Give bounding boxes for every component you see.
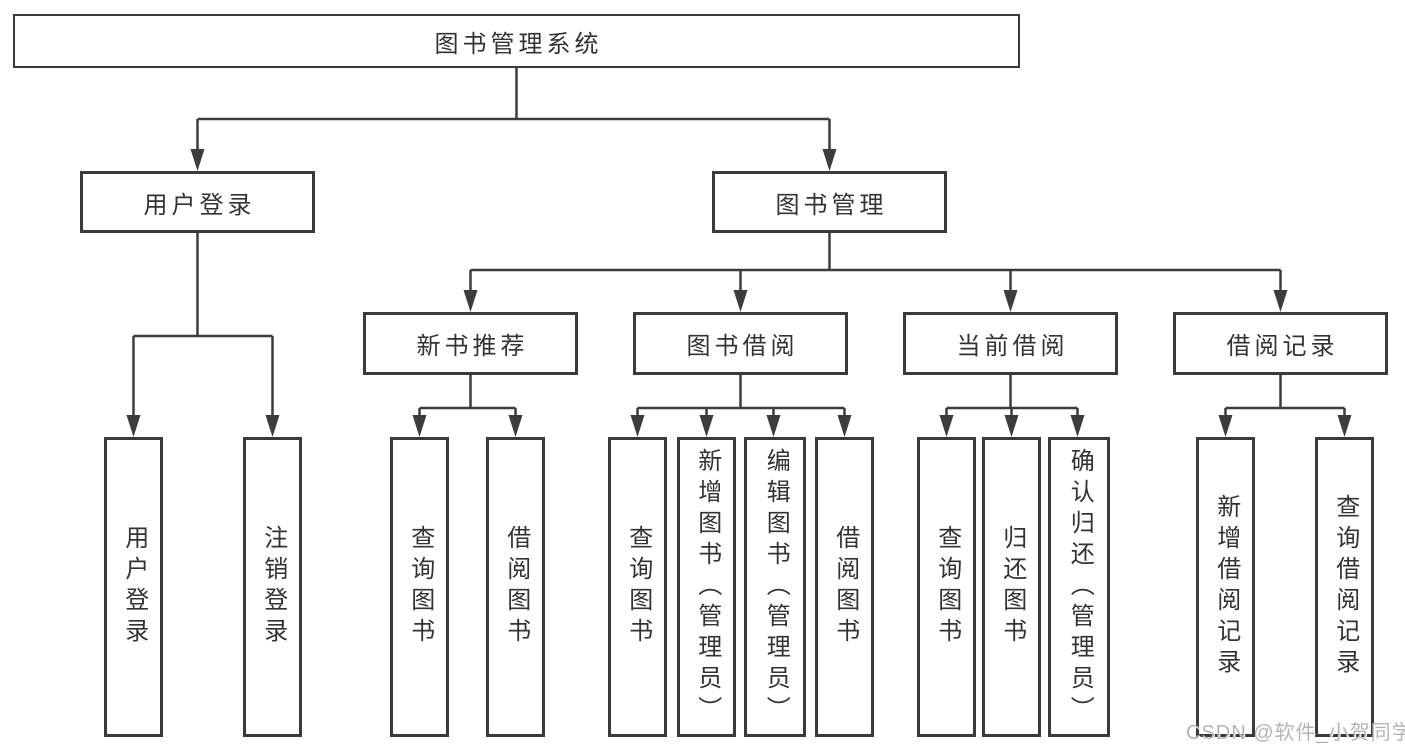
node-label: 图书借阅 (686, 333, 799, 360)
node-label: 借阅记录 (1226, 333, 1339, 360)
leaf-add-borrow-record: 新增借阅记录 (1196, 437, 1255, 737)
node-label: 借阅图书 (502, 525, 530, 649)
node-label: 用户登录 (120, 525, 148, 649)
node-book-borrowing: 图书借阅 (633, 312, 848, 375)
node-label: 查询图书 (933, 525, 961, 649)
leaf-query-borrow-record: 查询借阅记录 (1315, 437, 1374, 737)
leaf-return-books: 归还图书 (982, 437, 1041, 737)
node-label: 查询借阅记录 (1331, 494, 1359, 680)
leaf-recommend-borrow-books: 借阅图书 (486, 437, 545, 737)
node-label: 编辑图书（管理员） (762, 447, 790, 727)
node-label: 注销登录 (259, 525, 287, 649)
node-book-management-branch: 图书管理 (712, 171, 947, 233)
node-new-book-recommendation: 新书推荐 (363, 312, 578, 375)
leaf-confirm-return-admin: 确认归还（管理员） (1048, 437, 1110, 737)
leaf-edit-books-admin: 编辑图书（管理员） (744, 437, 806, 737)
node-label: 归还图书 (998, 525, 1026, 649)
node-label: 当前借阅 (956, 333, 1069, 360)
leaf-recommend-query-books: 查询图书 (390, 437, 449, 737)
node-label: 新增图书（管理员） (693, 447, 721, 727)
node-label: 查询图书 (624, 525, 652, 649)
node-label: 确认归还（管理员） (1066, 447, 1094, 727)
node-borrowing-records: 借阅记录 (1173, 312, 1388, 375)
leaf-current-query-books: 查询图书 (917, 437, 976, 737)
node-label: 用户登录 (143, 191, 256, 219)
leaf-logout: 注销登录 (243, 437, 302, 737)
node-label: 查询图书 (406, 525, 434, 649)
node-label: 借阅图书 (831, 525, 859, 649)
node-user-login-branch: 用户登录 (80, 171, 315, 233)
node-label: 图书管理 (775, 191, 888, 219)
leaf-borrowing-query-books: 查询图书 (608, 437, 667, 737)
leaf-add-books-admin: 新增图书（管理员） (677, 437, 736, 737)
node-library-management-system: 图书管理系统 (13, 14, 1020, 68)
node-label: 图书管理系统 (434, 30, 603, 58)
node-label: 新书推荐 (416, 333, 529, 360)
leaf-borrowing-borrow-books: 借阅图书 (815, 437, 874, 737)
csdn-watermark: CSDN @软件_小贺同学 (1186, 722, 1405, 744)
leaf-user-login: 用户登录 (104, 437, 163, 737)
node-label: 新增借阅记录 (1212, 494, 1240, 680)
node-current-borrowing: 当前借阅 (903, 312, 1118, 375)
